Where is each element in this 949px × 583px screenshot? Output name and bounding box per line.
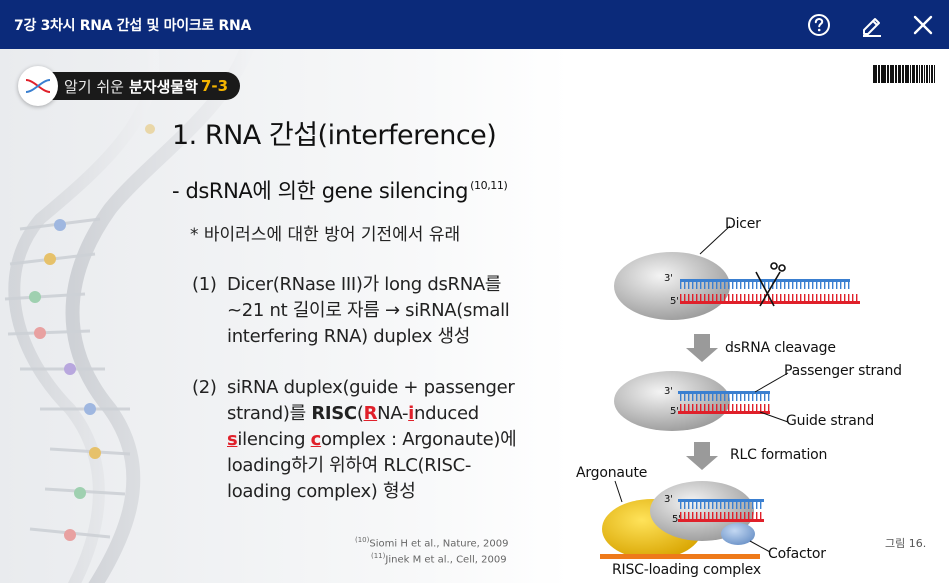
label-cofactor: Cofactor [768, 546, 826, 562]
list-item: (1) Dicer(RNase III)가 long dsRNA를 ~21 nt… [192, 272, 552, 352]
label-5prime: 5' [672, 514, 681, 525]
label-3prime: 3' [664, 273, 673, 284]
label-risc-loading-complex: RISC-loading complex [612, 562, 761, 578]
reference-mark: (11) [371, 552, 386, 561]
list-item-line: siRNA duplex(guide + passenger [227, 377, 515, 398]
course-label-light: 알기 쉬운 [64, 77, 124, 96]
window-title: 7강 3차시 RNA 간섭 및 마이크로 RNA [14, 18, 251, 34]
label-5prime: 5' [670, 406, 679, 417]
list-item-number: (1) [192, 274, 217, 295]
acronym-letter: R [363, 403, 378, 424]
text-segment: NA- [377, 403, 409, 424]
dna-logo-icon [25, 79, 51, 93]
list-item-number: (2) [192, 377, 217, 398]
label-rlc-formation: RLC formation [730, 447, 828, 463]
reference-line: (10)Siomi H et al., Nature, 2009 [355, 534, 508, 550]
label-3prime: 3' [664, 386, 673, 397]
text-segment: strand)를 [227, 403, 312, 424]
acronym-letter: s [227, 429, 238, 450]
cofactor-shape [721, 523, 755, 545]
reference-text: Jinek M et al., Cell, 2009 [385, 554, 507, 566]
acronym-letter: i [408, 403, 415, 424]
course-label: 알기 쉬운 분자생물학 7-3 [44, 72, 241, 100]
list-item: (2) siRNA duplex(guide + passenger stran… [192, 375, 552, 505]
label-dsrna-cleavage: dsRNA cleavage [725, 340, 836, 356]
down-arrow-icon [686, 442, 718, 470]
label-dicer: Dicer [725, 216, 761, 232]
acronym-letter: c [310, 429, 322, 450]
reference-text: Siomi H et al., Nature, 2009 [369, 538, 509, 550]
list-item-line: silencing complex : Argonaute)에 [227, 427, 547, 453]
text-segment: ( [356, 403, 364, 424]
slide-subheading: - dsRNA에 의한 gene silencing(10,11) [172, 175, 508, 205]
text-segment: ilencing [237, 429, 311, 450]
list-item-body: Dicer(RNase III)가 long dsRNA를 ~21 nt 길이로… [227, 272, 547, 350]
pencil-icon [863, 18, 881, 37]
risc-term: RISC [311, 403, 357, 424]
lecture-number: 7-3 [200, 77, 229, 95]
label-5prime: 5' [670, 296, 679, 307]
list-item-line: interfering RNA) duplex 생성 [227, 326, 471, 347]
text-segment: omplex : Argonaute)에 [321, 429, 517, 450]
course-badge: 알기 쉬운 분자생물학 7-3 [18, 66, 241, 106]
barcode-logo-icon [873, 65, 935, 83]
list-item-body: siRNA duplex(guide + passenger strand)를 … [227, 375, 547, 505]
dna-helix-illustration [4, 49, 254, 583]
slide-heading: 1. RNA 간섭(interference) [172, 120, 497, 151]
text-segment: nduced [414, 403, 479, 424]
help-button[interactable] [806, 12, 832, 38]
dicer-shape [614, 371, 730, 431]
list-item-line: loading하기 위하여 RLC(RISC- [227, 455, 472, 476]
slide-note: * 바이러스에 대한 방어 기전에서 유래 [190, 225, 461, 245]
edit-button[interactable] [859, 12, 885, 38]
subheading-ref: (10,11) [470, 179, 508, 192]
label-argonaute: Argonaute [576, 465, 648, 481]
down-arrow-icon [686, 334, 718, 362]
slide: 알기 쉬운 분자생물학 7-3 1. RNA 간섭(i [0, 49, 949, 583]
list-item-line: loading complex) 형성 [227, 481, 416, 502]
reference-mark: (10) [355, 536, 370, 544]
help-circle-icon [808, 14, 830, 36]
list-item-line: strand)를 RISC(RNA-induced [227, 401, 547, 427]
course-label-bold: 분자생물학 [128, 77, 198, 96]
rnai-diagram-graphic [600, 225, 860, 559]
title-bar: 7강 3차시 RNA 간섭 및 마이크로 RNA [0, 0, 949, 49]
figure-number: 그림 16. [885, 537, 927, 550]
list-item-line: Dicer(RNase III)가 long dsRNA를 [227, 274, 502, 295]
label-passenger-strand: Passenger strand [784, 363, 902, 379]
rnai-diagram: Dicer 3' 5' dsRNA cleavage 3' 5' Passeng… [560, 154, 940, 578]
label-3prime: 3' [664, 494, 673, 505]
references: (10)Siomi H et al., Nature, 2009 (11)Jin… [355, 534, 508, 567]
scissors-icon [755, 262, 786, 307]
list-item-line: ~21 nt 길이로 자름 → siRNA(small [227, 300, 510, 321]
label-guide-strand: Guide strand [786, 413, 875, 429]
course-logo [18, 66, 58, 106]
close-button[interactable] [910, 12, 936, 38]
risc-loading-bar [600, 554, 760, 559]
reference-line: (11)Jinek M et al., Cell, 2009 [355, 550, 508, 566]
close-icon [913, 15, 933, 35]
subheading-text: - dsRNA에 의한 gene silencing [172, 179, 469, 203]
